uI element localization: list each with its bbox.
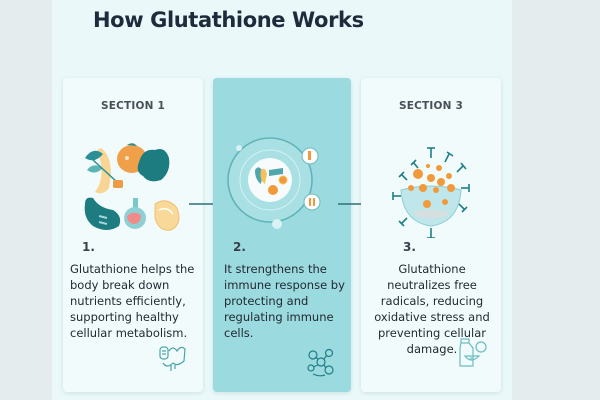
supplement-bottle-icon <box>459 338 487 367</box>
section-card-1: SECTION 1 1. Glutathione helps the body … <box>63 78 203 392</box>
digestive-system-icon <box>159 346 186 371</box>
section-number: 1. <box>82 240 95 254</box>
immune-network-icon <box>307 348 334 377</box>
section-card-3: SECTION 3 3. Glutathione neutralizes fre… <box>361 78 501 392</box>
section-description: Glutathione neutralizes free radicals, r… <box>374 262 490 356</box>
section-card-2: 2. It strengthens the immune response by… <box>213 78 351 392</box>
section-number: 3. <box>403 240 416 254</box>
section-description: Glutathione helps the body break down nu… <box>70 262 195 340</box>
section-label: SECTION 1 <box>101 100 165 112</box>
page-title: How Glutathione Works <box>93 8 364 32</box>
section-label: SECTION 3 <box>399 100 463 112</box>
immune-cell-icon <box>227 137 321 229</box>
section-description: It strengthens the immune response by pr… <box>224 262 345 340</box>
section-number: 2. <box>233 240 246 254</box>
foods-icon <box>84 143 180 231</box>
antioxidant-bowl-icon <box>392 147 470 238</box>
